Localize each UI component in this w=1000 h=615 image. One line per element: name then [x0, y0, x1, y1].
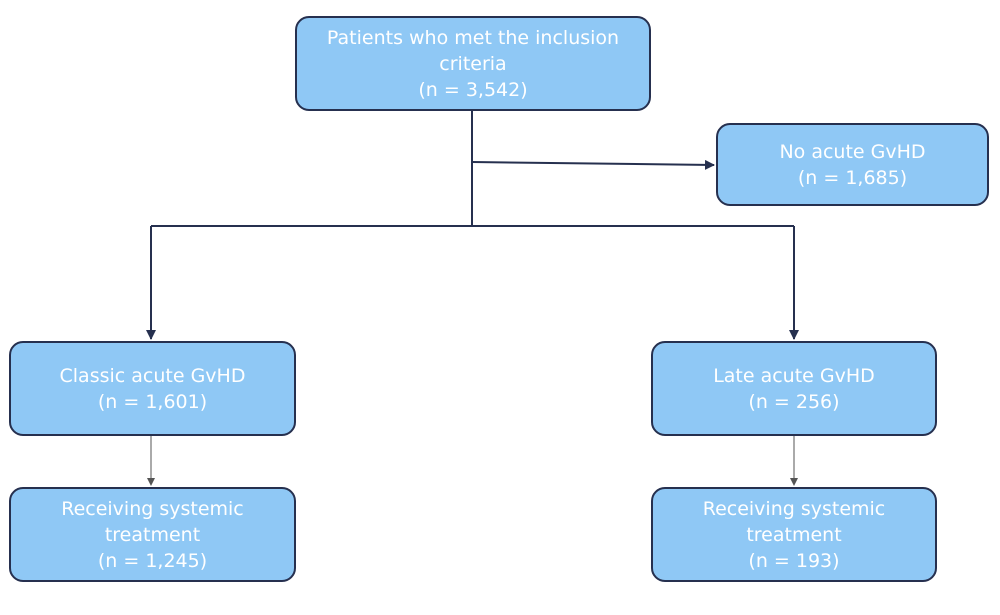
- node-label: Receiving systemic: [61, 497, 244, 520]
- node-label: Receiving systemic: [702, 497, 886, 520]
- node-count: (n = 3,542): [418, 78, 528, 101]
- node-count: (n = 256): [748, 390, 840, 413]
- edge-root-to-no-gvhd: [471, 159, 715, 170]
- node-no-acute-gvhd: No acute GvHD (n = 1,685): [716, 123, 989, 206]
- node-count: (n = 193): [748, 549, 840, 572]
- node-label: treatment: [104, 523, 201, 546]
- node-classic-acute-gvhd: Classic acute GvHD (n = 1,601): [9, 341, 296, 436]
- node-label: No acute GvHD: [779, 140, 926, 163]
- node-late-systemic-treatment: Receiving systemic treatment (n = 193): [651, 487, 937, 582]
- node-late-acute-gvhd: Late acute GvHD (n = 256): [651, 341, 937, 436]
- node-label: Late acute GvHD: [713, 364, 875, 387]
- node-label: criteria: [439, 52, 507, 75]
- node-count: (n = 1,601): [97, 390, 208, 413]
- node-count: (n = 1,685): [797, 166, 908, 189]
- node-classic-systemic-treatment: Receiving systemic treatment (n = 1,245): [9, 487, 296, 582]
- node-label: Classic acute GvHD: [59, 364, 246, 387]
- node-label: Patients who met the inclusion: [326, 26, 620, 49]
- node-inclusion-criteria: Patients who met the inclusion criteria …: [295, 16, 651, 111]
- node-label: treatment: [746, 523, 842, 546]
- node-count: (n = 1,245): [97, 549, 208, 572]
